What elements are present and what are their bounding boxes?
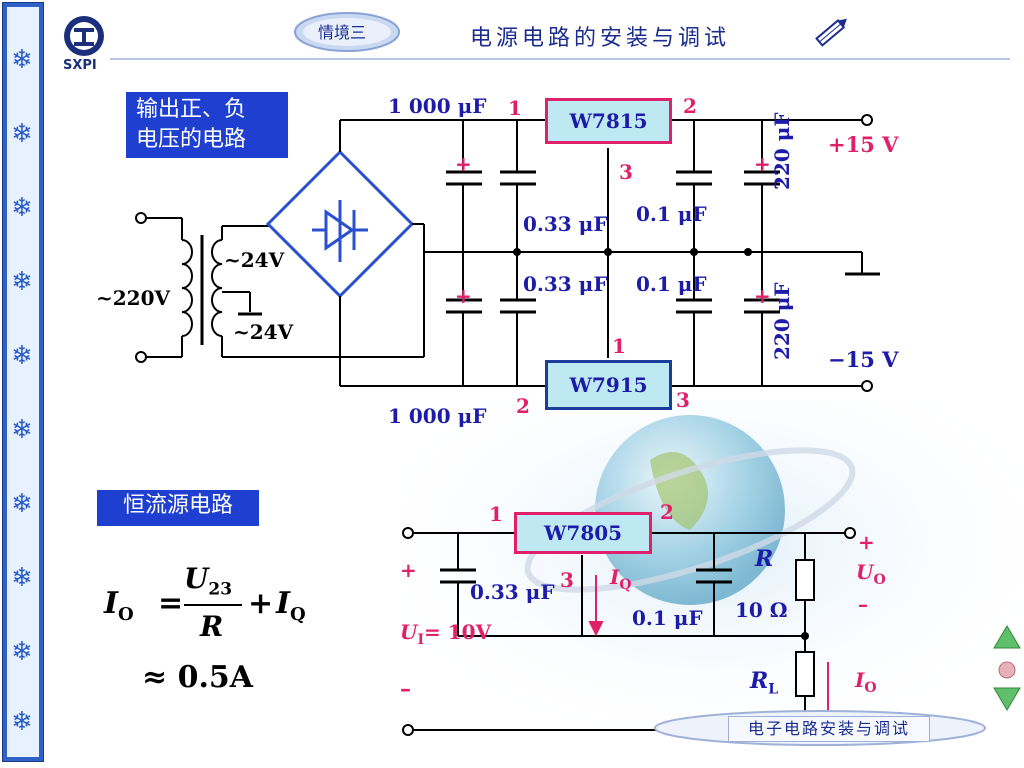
snowflake-icon: ❄: [11, 637, 33, 667]
formula-numerator: U23: [184, 562, 232, 600]
snowflake-icon: ❄: [11, 267, 33, 297]
formula-lhs: IO: [104, 586, 134, 625]
io-sub: O: [864, 680, 877, 696]
formula-num-main: U: [184, 562, 209, 595]
res-rl-main: R: [750, 668, 769, 694]
pin-label: 1: [508, 96, 522, 120]
uo-minus: –: [858, 592, 868, 616]
home-dot-icon[interactable]: [998, 661, 1016, 679]
polarity-plus: +: [754, 284, 771, 308]
ui-plus: +: [400, 558, 417, 582]
cap-1000uf-bottom-label: 1 000 μF: [388, 404, 487, 428]
formula-fraction-bar: [184, 604, 242, 606]
globe-background: [400, 400, 1020, 760]
ac-secondary2-label: ~24V: [233, 320, 294, 344]
formula-iq-sub: Q: [290, 604, 306, 625]
uo-plus: +: [858, 530, 875, 554]
pin-label: 2: [516, 394, 530, 418]
io-label: IO: [855, 668, 877, 696]
snowflake-icon: ❄: [11, 415, 33, 445]
snowflake-icon: ❄: [11, 563, 33, 593]
cap-out-label: 0.1 μF: [632, 606, 703, 630]
iq-sub: Q: [619, 577, 632, 593]
left-decor-inner: [7, 7, 39, 757]
res-rl-symbol: RL: [750, 668, 778, 697]
pin-label: 3: [676, 388, 690, 412]
cap-in-label: 0.33 μF: [470, 580, 555, 604]
polarity-plus: +: [455, 284, 472, 308]
snowflake-icon: ❄: [11, 341, 33, 371]
section1-label-line2: 电压的电路: [136, 127, 247, 152]
cap-01uf-top-label: 0.1 μF: [636, 202, 707, 226]
formula-plus: +: [248, 586, 274, 621]
iq-main: I: [610, 565, 620, 589]
iq-label: IQ: [610, 565, 632, 593]
formula-lhs-main: I: [104, 586, 119, 621]
pin-label: 2: [683, 94, 697, 118]
section1-label-line1: 输出正、负: [136, 97, 247, 122]
header-rule: [110, 58, 1010, 60]
cap-033uf-top-label: 0.33 μF: [523, 212, 608, 236]
formula-eq: =: [158, 586, 184, 621]
res-r-value: 10 Ω: [735, 598, 788, 622]
pin-label: 3: [619, 160, 633, 184]
formula-num-sub: 23: [208, 579, 233, 600]
output-pos-label: +15 V: [828, 132, 899, 157]
header-badge: [294, 12, 400, 52]
cap-1000uf-top-label: 1 000 μF: [388, 94, 487, 118]
formula-iq: IQ: [276, 586, 306, 625]
pin-label: 1: [612, 334, 626, 358]
formula-iq-main: I: [276, 586, 291, 621]
formula-lhs-sub: O: [118, 604, 134, 625]
ui-label: UI= 10V: [400, 620, 491, 648]
snowflake-icon: ❄: [11, 193, 33, 223]
sxpi-logo-icon: [64, 16, 104, 56]
regulator-w7805: W7805: [514, 512, 652, 554]
ac-secondary1-label: ~24V: [224, 248, 285, 272]
ac-input-label: ~220V: [96, 286, 171, 310]
nav-controls: [993, 625, 1021, 711]
uo-sub: O: [873, 572, 886, 588]
io-main: I: [855, 668, 865, 692]
left-decor-strip: ❄ ❄ ❄ ❄ ❄ ❄ ❄ ❄ ❄ ❄: [2, 2, 44, 762]
cap-033uf-bottom-label: 0.33 μF: [523, 272, 608, 296]
polarity-plus: +: [455, 152, 472, 176]
triangle-up-icon[interactable]: [993, 625, 1021, 649]
res-rl-sub: L: [768, 681, 779, 698]
snowflake-icon: ❄: [11, 489, 33, 519]
header-badge-text: 情境三: [318, 23, 367, 42]
ui-main: U: [400, 620, 418, 644]
snowflake-icon: ❄: [11, 707, 33, 737]
pencil-icon: [815, 18, 847, 47]
polarity-plus: +: [754, 152, 771, 176]
ui-value: = 10V: [424, 620, 492, 644]
section1-label: 输出正、负 电压的电路: [126, 92, 288, 158]
pin-label: 1: [489, 502, 503, 526]
footer-title: 电子电路安装与调试: [728, 716, 930, 742]
ui-minus: –: [400, 676, 411, 702]
logo-text: SXPI: [63, 58, 97, 73]
triangle-down-icon[interactable]: [993, 687, 1021, 711]
pin-label: 3: [560, 568, 574, 592]
ui-sub: I: [417, 632, 425, 648]
res-r-symbol: R: [755, 546, 774, 572]
formula-denominator: R: [200, 610, 224, 643]
output-neg-label: −15 V: [828, 347, 899, 372]
snowflake-icon: ❄: [11, 45, 33, 75]
snowflake-icon: ❄: [11, 119, 33, 149]
cap-01uf-bottom-label: 0.1 μF: [636, 272, 707, 296]
uo-label: UO: [856, 560, 886, 588]
regulator-w7915: W7915: [545, 360, 672, 410]
page-title: 电源电路的安装与调试: [470, 26, 731, 51]
uo-main: U: [856, 560, 874, 584]
pin-label: 2: [660, 500, 674, 524]
section2-label: 恒流源电路: [97, 490, 259, 526]
formula-approx: ≈ 0.5A: [142, 660, 254, 695]
regulator-w7815: W7815: [545, 98, 672, 144]
